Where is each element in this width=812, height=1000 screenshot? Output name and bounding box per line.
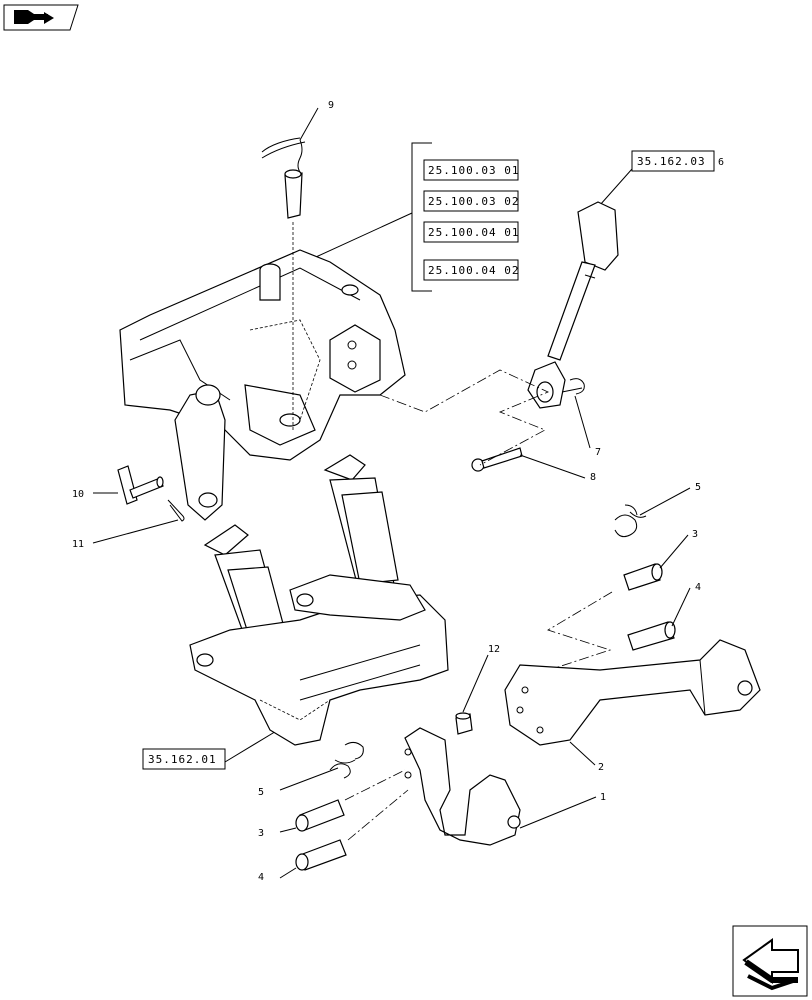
- lynch-clip: [561, 378, 585, 395]
- svg-text:25.100.04 01: 25.100.04 01: [428, 226, 519, 239]
- svg-text:25.100.04 02: 25.100.04 02: [428, 264, 519, 277]
- ref-box-25-100-03-02[interactable]: 25.100.03 02: [423, 190, 519, 212]
- item-number-5-lower: 5: [258, 787, 264, 798]
- item-number-7: 7: [595, 447, 601, 458]
- ref-box-25-100-04-02[interactable]: 25.100.04 02: [423, 259, 519, 281]
- ref-box-35-162-03[interactable]: 35.162.03: [631, 150, 715, 172]
- pin-4-upper: [627, 621, 676, 651]
- svg-text:25.100.03 01: 25.100.03 01: [428, 164, 519, 177]
- lever-pin: [117, 465, 164, 505]
- lift-cylinder-right: [323, 454, 399, 596]
- spring-clip: [167, 499, 185, 522]
- item-number-8: 8: [590, 472, 596, 483]
- ref-box-25-100-03-01[interactable]: 25.100.03 01: [423, 159, 519, 181]
- pin-3-lower: [295, 799, 345, 832]
- clip-set-lower: [329, 741, 364, 779]
- item-number-12: 12: [488, 644, 500, 655]
- svg-text:35.162.01: 35.162.01: [148, 753, 217, 766]
- pin-4-lower: [295, 839, 347, 871]
- item-number-9: 9: [328, 100, 334, 111]
- lower-link-right: [504, 639, 761, 746]
- item-number-3-upper: 3: [692, 529, 698, 540]
- ref-box-35-162-01[interactable]: 35.162.01: [142, 748, 226, 770]
- bushing: [455, 712, 473, 735]
- item-number-6: 6: [718, 157, 724, 168]
- item-number-3-lower: 3: [258, 828, 264, 839]
- next-page-arrow-icon[interactable]: [732, 925, 808, 997]
- clip-set-upper: [614, 504, 647, 538]
- item-number-4-upper: 4: [695, 582, 701, 593]
- item-number-11: 11: [72, 539, 84, 550]
- top-link: [527, 201, 619, 409]
- svg-text:35.162.03: 35.162.03: [637, 155, 706, 168]
- item-number-2: 2: [598, 762, 604, 773]
- ref-box-25-100-04-01[interactable]: 25.100.04 01: [423, 221, 519, 243]
- reference-bracket: [304, 142, 432, 292]
- item-number-4-lower: 4: [258, 872, 264, 883]
- hitch-frame: [119, 249, 406, 521]
- item-number-5-upper: 5: [695, 482, 701, 493]
- item-number-1: 1: [600, 792, 606, 803]
- svg-text:25.100.03 02: 25.100.03 02: [428, 195, 519, 208]
- book-arrow-icon[interactable]: [3, 4, 79, 31]
- pin-3-upper: [623, 563, 663, 591]
- item-number-10: 10: [72, 489, 84, 500]
- pin-with-chain: [261, 137, 306, 430]
- rocker-assembly: [189, 574, 449, 746]
- lower-link-left: [404, 727, 521, 846]
- long-pin: [471, 447, 523, 472]
